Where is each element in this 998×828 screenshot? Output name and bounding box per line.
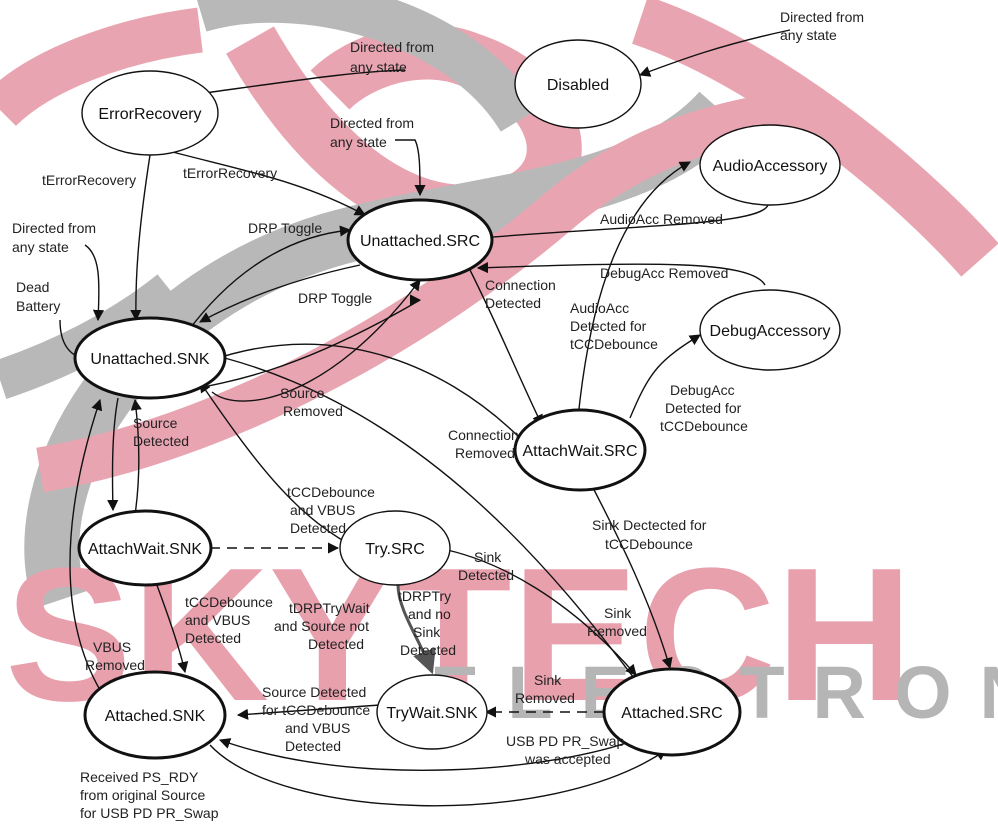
state-label: DebugAccessory — [710, 323, 831, 340]
label-connection-removed: Connection Removed — [448, 427, 523, 461]
label-source-removed: Source Removed — [280, 385, 343, 419]
label-vbus-removed: VBUS Removed — [85, 639, 145, 673]
state-audio-accessory: AudioAccessory — [699, 124, 841, 206]
label-directed-b: Directed from any state — [780, 9, 868, 43]
label-directed-c: Directed from any state — [330, 115, 418, 150]
label-audioacc-removed: AudioAcc Removed — [600, 211, 723, 227]
label-drp-toggle-1: DRP Toggle — [248, 220, 322, 236]
state-label: AttachWait.SRC — [523, 443, 638, 460]
label-terror-recovery-1: tErrorRecovery — [42, 172, 136, 188]
state-unattached-src: Unattached.SRC — [346, 198, 494, 282]
state-unattached-snk: Unattached.SNK — [73, 316, 227, 400]
label-tdrptrywait: tDRPTryWait and Source not Detected — [274, 600, 374, 652]
state-attachwait-src: AttachWait.SRC — [513, 408, 647, 492]
label-dead-battery: Dead Battery — [16, 279, 60, 314]
label-source-detected: Source Detected — [133, 415, 189, 449]
transitions — [59, 29, 791, 807]
state-label: TryWait.SNK — [386, 705, 478, 722]
label-pr-swap-accepted: USB PD PR_Swap was accepted — [506, 733, 628, 767]
transition-labels: Directed from any state Directed from an… — [12, 9, 868, 821]
state-label: AttachWait.SNK — [88, 541, 202, 558]
label-tdrptry: tDRPTry and no Sink Detected — [398, 588, 456, 658]
state-attached-snk: Attached.SNK — [83, 670, 227, 760]
state-trywait-snk: TryWait.SNK — [376, 674, 488, 750]
state-label: Attached.SNK — [105, 708, 206, 725]
label-terror-recovery-2: tErrorRecovery — [183, 165, 277, 181]
label-ps-rdy: Received PS_RDY from original Source for… — [80, 769, 219, 821]
state-label: Try.SRC — [365, 541, 425, 558]
label-drp-toggle-2: DRP Toggle — [298, 290, 372, 306]
label-sink-detected: Sink Detected — [458, 549, 514, 583]
state-disabled: Disabled — [514, 39, 642, 129]
label-debugacc-removed: DebugAcc Removed — [600, 265, 728, 281]
label-directed-d: Directed from any state — [12, 220, 100, 255]
label-sink-removed-2: Sink Removed — [515, 672, 575, 706]
label-tcc-vbus-2: tCCDebounce and VBUS Detected — [185, 594, 277, 646]
label-sink-detected-for: Sink Dectected for tCCDebounce — [592, 517, 710, 552]
state-attachwait-snk: AttachWait.SNK — [77, 509, 213, 587]
state-label: Unattached.SRC — [360, 233, 480, 250]
state-try-src: Try.SRC — [339, 510, 451, 586]
label-tcc-vbus-1: tCCDebounce and VBUS Detected — [287, 484, 379, 536]
label-sink-removed-1: Sink Removed — [587, 605, 647, 639]
watermark-graphic — [0, 0, 998, 609]
state-label: Unattached.SNK — [90, 351, 210, 368]
state-attached-src: Attached.SRC — [602, 667, 742, 757]
label-directed-a: Directed from any state — [350, 39, 438, 75]
label-connection-detected: Connection Detected — [485, 277, 560, 311]
state-label: ErrorRecovery — [98, 106, 201, 123]
label-debugacc-detected: DebugAcc Detected for tCCDebounce — [660, 382, 748, 434]
state-error-recovery: ErrorRecovery — [81, 70, 219, 156]
state-label: Attached.SRC — [621, 705, 722, 722]
state-label: AudioAccessory — [713, 158, 828, 175]
state-label: Disabled — [547, 77, 609, 94]
label-audioacc-detected: AudioAcc Detected for tCCDebounce — [570, 300, 658, 352]
label-source-detected-tcc: Source Detected for tCCDebounce and VBUS… — [262, 684, 374, 754]
state-debug-accessory: DebugAccessory — [699, 289, 841, 371]
